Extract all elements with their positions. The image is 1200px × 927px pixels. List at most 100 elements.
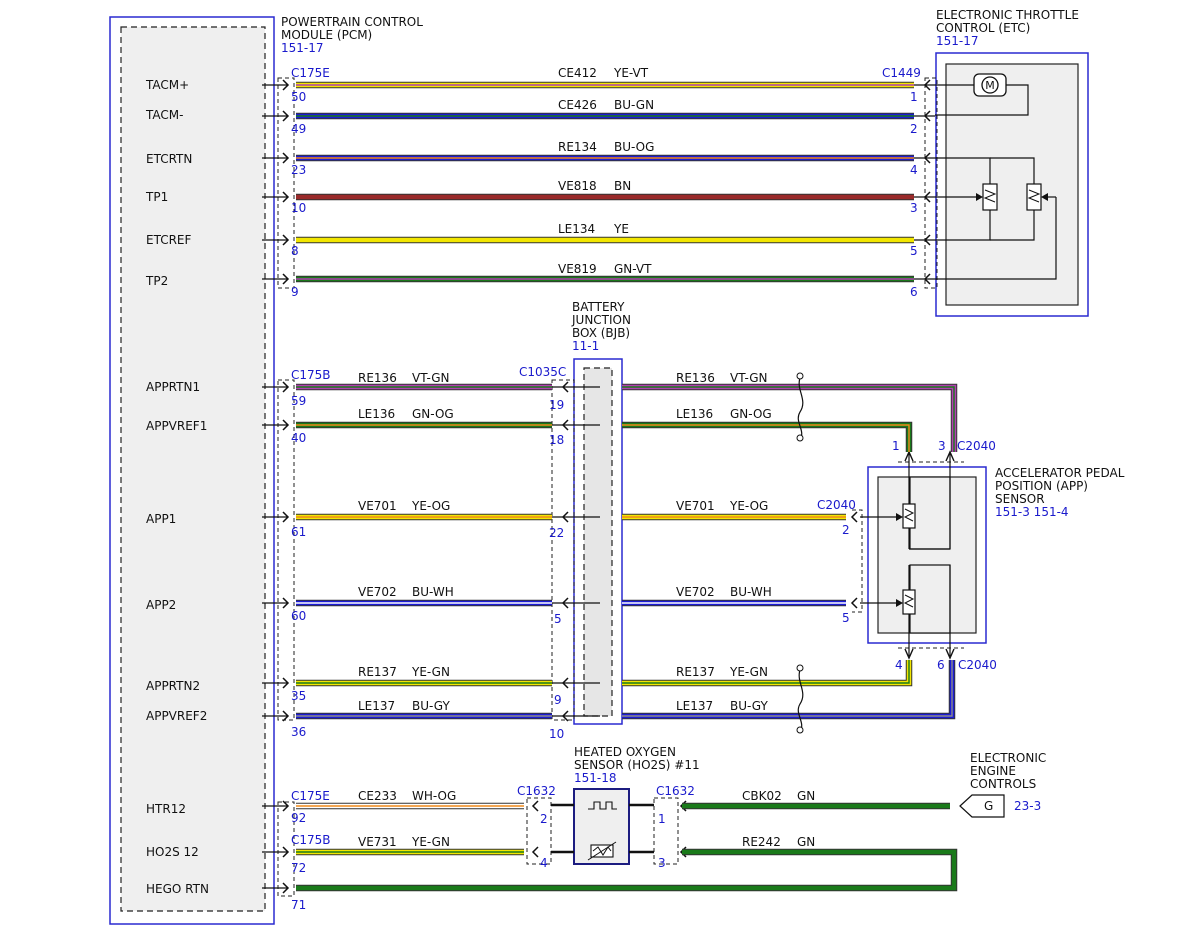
pcm-pin-label: APPRTN2 (146, 679, 200, 693)
connector-label: C1632 (517, 784, 556, 798)
pin-arrow (561, 710, 569, 722)
pin-number: 22 (549, 526, 564, 540)
twisted-pair-icon (796, 372, 804, 442)
pin-number: 8 (291, 244, 299, 258)
wire-bjb-app-appvref2 (622, 660, 956, 720)
ho2s-connector-c1632-left-outline (526, 797, 552, 865)
pin-arrow (282, 800, 290, 812)
pin-arrow (923, 110, 931, 122)
pin-number: 40 (291, 431, 306, 445)
circuit-color: GN-OG (412, 407, 454, 421)
circuit-color: BN (614, 179, 631, 193)
ho2s-title-line2: SENSOR (HO2S) #11 (574, 758, 700, 772)
pcm-pin-label: APP1 (146, 512, 176, 526)
pin-number: 50 (291, 90, 306, 104)
battery-junction-box[interactable] (573, 358, 623, 725)
circuit-id: VE701 (676, 499, 715, 513)
circuit-id: RE137 (358, 665, 397, 679)
pin-number: 35 (291, 689, 306, 703)
circuit-color: BU-WH (730, 585, 772, 599)
pin-arrow (282, 597, 290, 609)
pin-arrow (561, 381, 569, 393)
connector-label: C175B (291, 368, 331, 382)
pin-arrow (923, 273, 931, 285)
pin-number: 6 (937, 658, 945, 672)
app-sensor[interactable] (867, 466, 987, 644)
etc-module[interactable] (935, 52, 1089, 317)
pin-arrow (679, 800, 687, 812)
pin-number: 59 (291, 394, 306, 408)
pin-number: 49 (291, 122, 306, 136)
circuit-id: LE137 (676, 699, 713, 713)
pin-number: 92 (291, 811, 306, 825)
pin-number: 1 (892, 439, 900, 453)
pcm-connector-c175e-outline (277, 77, 295, 289)
pcm-pin-label: HO2S 12 (146, 845, 199, 859)
pin-number: 3 (910, 201, 918, 215)
etc-ref: 151-17 (936, 34, 979, 48)
circuit-color: YE-GN (729, 665, 768, 679)
pin-arrow (923, 234, 931, 246)
pcm-pin-label: TACM- (145, 108, 183, 122)
pcm-pin-label: TACM+ (145, 78, 189, 92)
throttle-position-sensors-icon (935, 157, 1057, 280)
pin-arrow (850, 511, 858, 523)
pin-arrow (923, 152, 931, 164)
pcm-pin-label: APPVREF1 (146, 419, 207, 433)
pin-number: 2 (540, 812, 548, 826)
wire-bjb-app-appvref1 (622, 421, 913, 452)
eec-title-line2: ENGINE (970, 764, 1016, 778)
circuit-id: VE701 (358, 499, 397, 513)
circuit-color: BU-WH (412, 585, 454, 599)
pin-number: 72 (291, 861, 306, 875)
pin-arrow (531, 846, 539, 858)
wire-bjb-app-apprtn1 (622, 383, 958, 452)
pin-arrow (282, 152, 290, 164)
circuit-id: RE137 (676, 665, 715, 679)
pin-arrow (923, 79, 931, 91)
pin-arrow (282, 191, 290, 203)
pin-number: 19 (549, 398, 564, 412)
pcm-connector-lower-outline (277, 801, 295, 897)
app-connector-side-outline (852, 509, 863, 613)
pin-number: 71 (291, 898, 306, 912)
circuit-id: CBK02 (742, 789, 782, 803)
pin-arrow (923, 191, 931, 203)
pin-number: 9 (291, 285, 299, 299)
circuit-color: YE (613, 222, 629, 236)
connector-label: C2040 (958, 658, 997, 672)
pcm-pin-label: APP2 (146, 598, 176, 612)
ho2s-title-line1: HEATED OXYGEN (574, 745, 676, 759)
circuit-color: WH-OG (412, 789, 456, 803)
ho2s-sensor[interactable] (573, 788, 630, 865)
twisted-pair-icon (796, 664, 804, 734)
eec-connector-g[interactable]: G (959, 794, 1005, 818)
pin-number: 3 (658, 856, 666, 870)
circuit-id: LE136 (358, 407, 395, 421)
wires-layer (262, 79, 958, 894)
circuit-color: YE-GN (411, 665, 450, 679)
pcm-pin-label: ETCRTN (146, 152, 192, 166)
eec-title-line3: CONTROLS (970, 777, 1036, 791)
circuit-color: BU-GY (412, 699, 450, 713)
pin-number: 2 (842, 523, 850, 537)
ho2s-connector-c1632-right-outline (653, 797, 679, 865)
circuit-color: YE-GN (411, 835, 450, 849)
pin-number: 4 (910, 163, 918, 177)
circuit-labels: CE412 YE-VT CE426 BU-GN RE134 BU-OG VE81… (358, 66, 815, 849)
pcm-module[interactable] (109, 16, 275, 925)
pcm-pin-label: HTR12 (146, 802, 186, 816)
app-title-line2: POSITION (APP) (995, 479, 1088, 493)
pcm-pin-label: APPRTN1 (146, 380, 200, 394)
circuit-color: BU-GN (614, 98, 654, 112)
bjb-ref: 11-1 (572, 339, 599, 353)
connector-label: C175E (291, 789, 330, 803)
connector-label: C175B (291, 833, 331, 847)
pin-number: 18 (549, 433, 564, 447)
pcm-pin-label: ETCREF (146, 233, 192, 247)
pin-number: 2 (910, 122, 918, 136)
pin-arrow (282, 419, 290, 431)
circuit-color: VT-GN (412, 371, 449, 385)
pin-arrow (561, 419, 569, 431)
pin-arrow (282, 110, 290, 122)
